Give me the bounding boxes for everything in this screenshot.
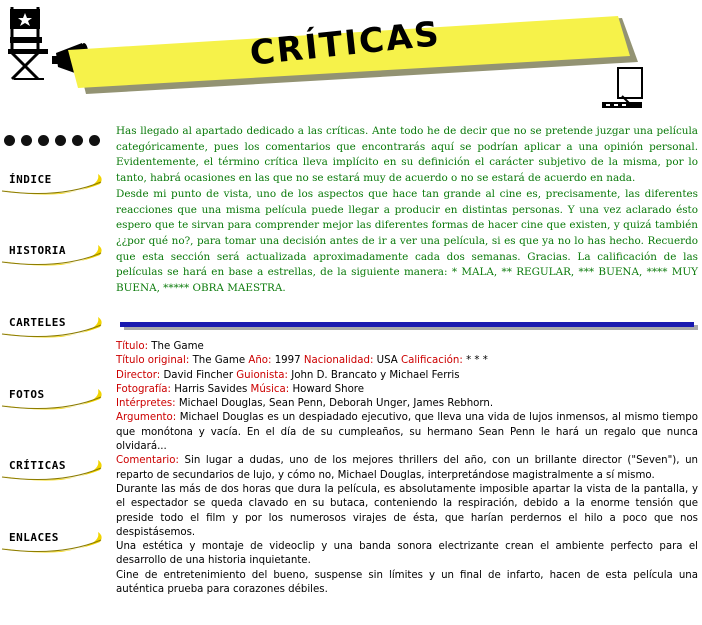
film-paper-icon bbox=[602, 67, 643, 108]
review-label: Año: bbox=[248, 355, 272, 367]
nav-item-label: CARTELES bbox=[9, 316, 66, 329]
review-value: Harris Savides bbox=[174, 383, 248, 395]
intro-paragraph: Has llegado al apartado dedicado a las c… bbox=[116, 125, 698, 185]
review-label: Calificación: bbox=[400, 355, 463, 367]
review-title-line: Título: The Game bbox=[116, 340, 698, 354]
nav-item-label: CRÍTICAS bbox=[9, 459, 66, 472]
intro-paragraph: Desde mi punto de vista, uno de los aspe… bbox=[116, 187, 698, 295]
dot-icon bbox=[89, 135, 100, 146]
review-value: USA bbox=[376, 355, 398, 367]
review-paragraph: Durante las más de dos horas que dura la… bbox=[116, 483, 698, 538]
review-crew-line: Director: David Fincher Guionista: John … bbox=[116, 369, 698, 383]
nav-item-label: ENLACES bbox=[9, 531, 59, 544]
nav-item-indice[interactable]: ÍNDICE bbox=[0, 166, 105, 200]
review-comment: Comentario: Sin lugar a dudas, uno de lo… bbox=[116, 454, 698, 483]
review-label: Música: bbox=[250, 383, 290, 395]
nav-item-label: FOTOS bbox=[9, 388, 45, 401]
dot-icon bbox=[38, 135, 49, 146]
review-label: Comentario: bbox=[116, 455, 179, 467]
review-value: 1997 bbox=[274, 355, 301, 367]
nav-item-criticas[interactable]: CRÍTICAS bbox=[0, 452, 105, 486]
review-value: The Game bbox=[192, 355, 246, 367]
review-value: Michael Douglas, Sean Penn, Deborah Unge… bbox=[178, 398, 494, 410]
swoosh-icon bbox=[1, 317, 102, 338]
review-cast-line: Intérpretes: Michael Douglas, Sean Penn,… bbox=[116, 397, 698, 411]
nav-item-historia[interactable]: HISTORIA bbox=[0, 237, 105, 271]
review-label: Director: bbox=[116, 369, 161, 381]
review-crew-line: Fotografía: Harris Savides Música: Howar… bbox=[116, 383, 698, 397]
review-label: Argumento: bbox=[116, 412, 177, 424]
review-value: * * * bbox=[466, 355, 488, 367]
review-label: Título: bbox=[116, 341, 149, 352]
swoosh-icon bbox=[1, 532, 102, 553]
nav-item-label: ÍNDICE bbox=[9, 173, 52, 186]
review-plot: Argumento: Michael Douglas es un despiad… bbox=[116, 411, 698, 454]
dot-icon bbox=[72, 135, 83, 146]
review-value: David Fincher bbox=[163, 369, 234, 381]
review-value: Michael Douglas es un despiadado ejecuti… bbox=[116, 412, 698, 453]
dot-icon bbox=[21, 135, 32, 146]
review-value: Howard Shore bbox=[292, 383, 365, 395]
review-value: Sin lugar a dudas, uno de los mejores th… bbox=[116, 455, 698, 481]
review-value: The Game bbox=[151, 341, 204, 352]
nav-item-enlaces[interactable]: ENLACES bbox=[0, 524, 105, 558]
divider-bar bbox=[120, 322, 698, 330]
swoosh-icon bbox=[1, 174, 102, 195]
nav-item-label: HISTORIA bbox=[9, 244, 66, 257]
title-banner bbox=[68, 16, 638, 94]
review-value: John D. Brancato y Michael Ferris bbox=[291, 369, 460, 381]
review-paragraph: Una estética y montaje de videoclip y un… bbox=[116, 541, 698, 567]
review-label: Título original: bbox=[116, 355, 190, 367]
swoosh-icon bbox=[1, 389, 102, 410]
nav-item-fotos[interactable]: FOTOS bbox=[0, 381, 105, 415]
review-paragraph: Cine de entretenimiento del bueno, suspe… bbox=[116, 569, 698, 596]
dot-icon bbox=[4, 135, 15, 146]
review-details-line: Título original: The Game Año: 1997 Naci… bbox=[116, 354, 698, 368]
review-content: Título: The Game Título original: The Ga… bbox=[116, 340, 698, 597]
dot-icon bbox=[55, 135, 66, 146]
review-label: Intérpretes: bbox=[116, 398, 176, 410]
nav-item-carteles[interactable]: CARTELES bbox=[0, 309, 105, 343]
review-label: Nacionalidad: bbox=[303, 355, 374, 367]
review-label: Guionista: bbox=[236, 369, 288, 381]
intro-text: Has llegado al apartado dedicado a las c… bbox=[116, 124, 698, 297]
swoosh-icon bbox=[1, 460, 102, 481]
review-label: Fotografía: bbox=[116, 383, 171, 395]
swoosh-icon bbox=[1, 245, 102, 266]
